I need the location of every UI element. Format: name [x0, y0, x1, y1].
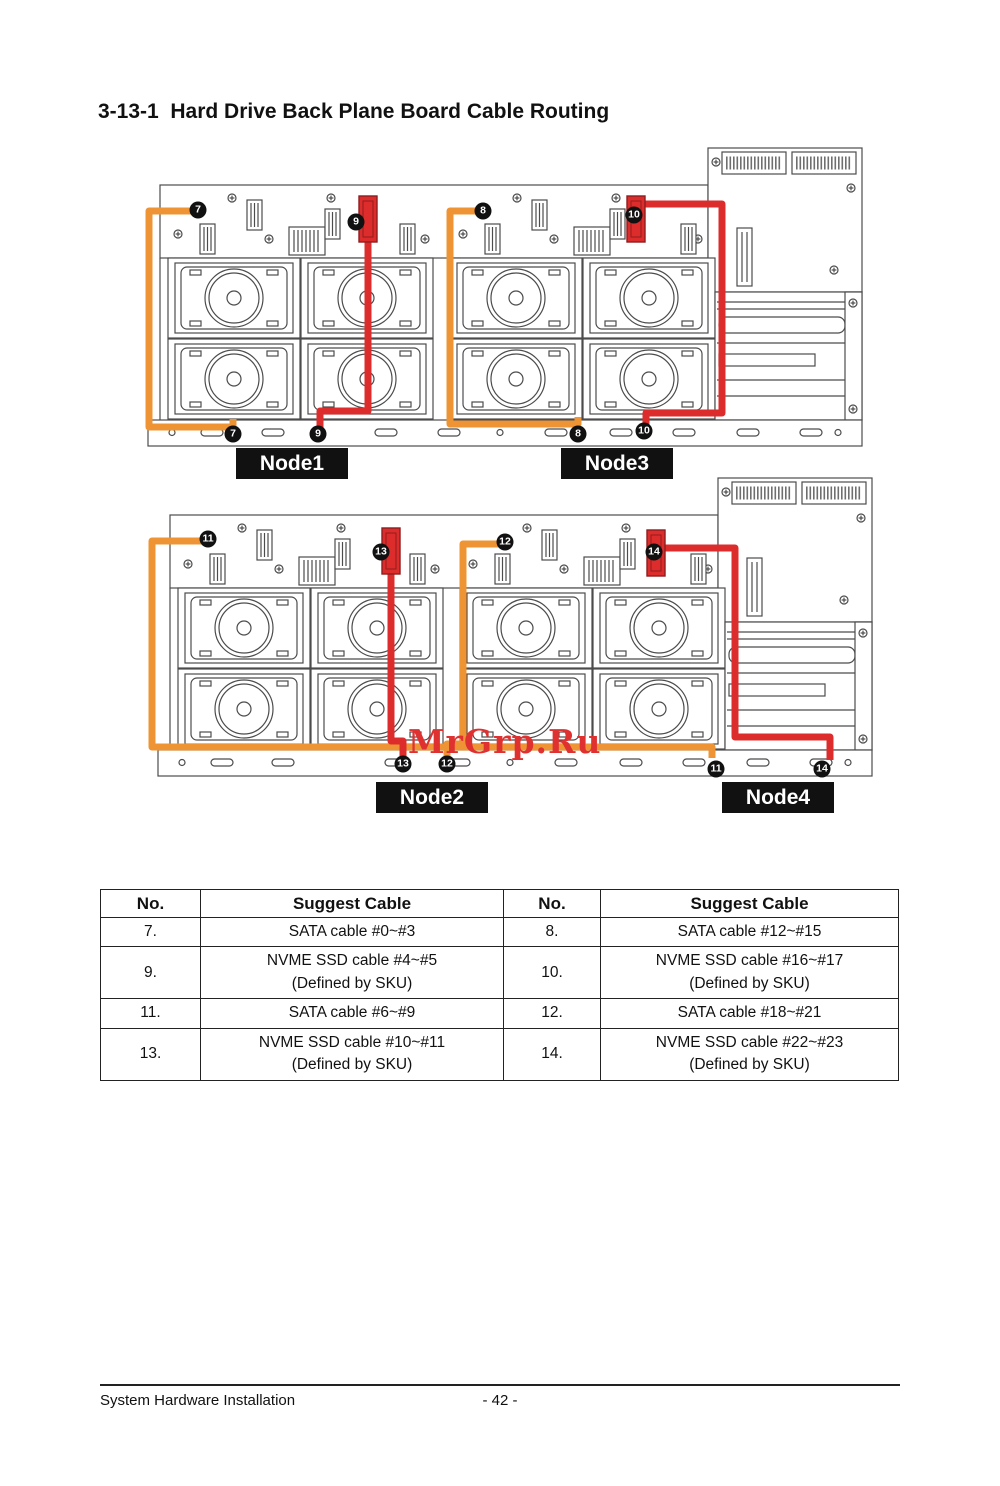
node2-label: Node2: [376, 782, 488, 813]
sata-cable-7-route: [145, 207, 237, 431]
nvme-connector-13: [381, 527, 401, 575]
cell-no: 9.: [100, 946, 201, 1000]
table-row: 9. NVME SSD cable #4~#5 (Defined by SKU)…: [100, 946, 899, 1000]
nvme-cable-9-route: [316, 215, 372, 429]
watermark: MrGrp.Ru: [408, 722, 602, 761]
cell-no: 8.: [503, 916, 601, 948]
nvme-cable-14-route: [656, 544, 834, 760]
cell-cable: SATA cable #18~#21: [600, 998, 899, 1029]
cell-cable: NVME SSD cable #10~#11 (Defined by SKU): [200, 1027, 504, 1081]
sata-cable-8-route: [446, 207, 582, 428]
nvme-cable-10-route: [636, 200, 726, 429]
cell-no: 11.: [100, 998, 201, 1029]
footer-rule: [100, 1384, 900, 1386]
nvme-cable-13-route: [387, 550, 407, 757]
node1-label: Node1: [236, 448, 348, 479]
col-header-no-right: No.: [503, 889, 601, 918]
cell-no: 7.: [100, 916, 201, 948]
cell-no: 14.: [503, 1027, 601, 1081]
cell-cable: NVME SSD cable #16~#17 (Defined by SKU): [600, 946, 899, 1000]
node3-label: Node3: [561, 448, 673, 479]
nvme-connector-9: [358, 195, 378, 243]
sata-cable-11-route: [148, 537, 716, 758]
backplane-board-top: [148, 148, 862, 446]
footer-page-number: - 42 -: [482, 1392, 518, 1409]
cell-cable: SATA cable #0~#3: [200, 916, 504, 948]
footer-doc-title: System Hardware Installation: [100, 1392, 296, 1409]
cell-no: 13.: [100, 1027, 201, 1081]
table-header-row: No. Suggest Cable No. Suggest Cable: [100, 889, 899, 918]
table-row: 7. SATA cable #0~#3 8. SATA cable #12~#1…: [100, 916, 899, 948]
cell-no: 10.: [503, 946, 601, 1000]
cell-no: 12.: [503, 998, 601, 1029]
cell-cable: SATA cable #12~#15: [600, 916, 899, 948]
col-header-no-left: No.: [100, 889, 201, 918]
cell-cable: SATA cable #6~#9: [200, 998, 504, 1029]
node4-label: Node4: [722, 782, 834, 813]
col-header-cable-right: Suggest Cable: [600, 889, 899, 918]
table-row: 11. SATA cable #6~#9 12. SATA cable #18~…: [100, 998, 899, 1029]
col-header-cable-left: Suggest Cable: [200, 889, 504, 918]
nvme-connector-10: [626, 195, 646, 243]
table-row: 13. NVME SSD cable #10~#11 (Defined by S…: [100, 1027, 899, 1081]
cell-cable: NVME SSD cable #22~#23 (Defined by SKU): [600, 1027, 899, 1081]
page-title: 3-13-1 Hard Drive Back Plane Board Cable…: [98, 100, 610, 123]
suggest-cable-table: No. Suggest Cable No. Suggest Cable 7. S…: [100, 889, 899, 1081]
cell-cable: NVME SSD cable #4~#5 (Defined by SKU): [200, 946, 504, 1000]
cable-routes-bottom: [148, 527, 834, 760]
sata-cable-12-route: [443, 540, 505, 758]
nvme-connector-14: [646, 529, 666, 577]
